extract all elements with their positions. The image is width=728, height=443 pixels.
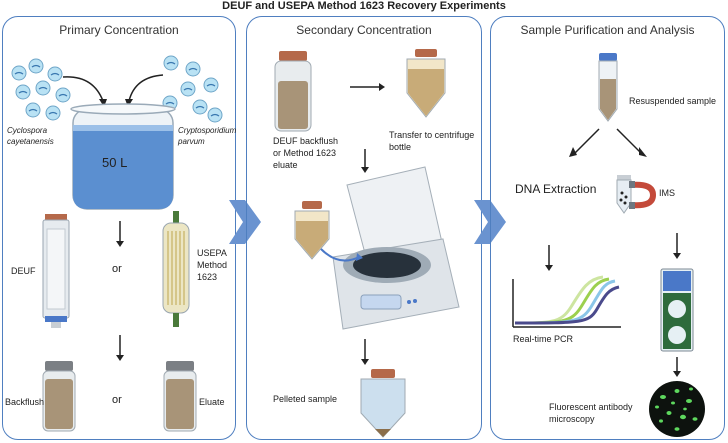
eluate-label: Eluate <box>199 397 225 407</box>
pelleted-bottle-icon <box>360 369 406 438</box>
beaker-icon <box>70 103 176 210</box>
microscope-slide-icon <box>660 268 694 352</box>
arrow-left-into-beaker <box>62 76 104 102</box>
pelleted-label: Pelleted sample <box>273 394 338 404</box>
usepa-label: USEPA Method 1623 <box>197 248 228 282</box>
magnet-icon <box>629 181 657 209</box>
chevron-right-icon <box>229 200 261 244</box>
ims-tube-icon <box>616 175 632 214</box>
cyclospora-label: Cyclospora cayetanensis <box>7 126 54 146</box>
secondary-concentration-title: Secondary Concentration <box>296 23 432 37</box>
pcr-label: Real-time PCR <box>513 334 574 344</box>
or-label-1: or <box>112 263 122 275</box>
analysis-panel: Sample Purification and Analysis <box>490 16 725 440</box>
analysis-title: Sample Purification and Analysis <box>520 23 695 37</box>
transfer-label: Transfer to centrifuge bottle <box>389 130 475 152</box>
secondary-concentration-artwork <box>274 49 460 438</box>
microscopy-label: Fluorescent antibody microscopy <box>549 402 633 424</box>
sample-jar-icon <box>274 51 312 132</box>
or-label-2: or <box>112 394 122 406</box>
cyclospora-oocysts-icon <box>11 58 71 121</box>
fluorescent-microscopy-view-icon <box>649 381 705 437</box>
usepa-capsule-filter-icon <box>162 211 190 327</box>
deuf-ultrafilter-icon <box>42 214 70 328</box>
resuspended-label: Resuspended sample <box>629 96 717 106</box>
analysis-artwork <box>512 53 705 437</box>
backflush-jar-icon <box>42 361 76 432</box>
deuf-label: DEUF <box>11 266 36 276</box>
backflush-label: Backflush <box>5 397 45 407</box>
primary-concentration-panel: Primary Concentration <box>2 16 236 440</box>
figure-title: DEUF and USEPA Method 1623 Recovery Expe… <box>222 0 506 12</box>
centrifuge-icon <box>332 166 460 330</box>
volume-label: 50 L <box>102 155 128 170</box>
bottle-into-centrifuge-icon <box>294 201 330 260</box>
cryptosporidium-oocysts-icon <box>162 55 223 123</box>
centrifuge-bottle-icon <box>406 49 446 118</box>
pcr-amplification-curves-icon <box>512 275 621 328</box>
primary-concentration-title: Primary Concentration <box>59 23 179 37</box>
eluate-jar-icon <box>163 361 197 432</box>
dna-extraction-label: DNA Extraction <box>515 182 597 196</box>
primary-concentration-artwork <box>11 55 223 432</box>
secondary-concentration-panel: Secondary Concentration <box>246 16 482 440</box>
ims-label: IMS <box>659 188 676 198</box>
cryptosporidium-label: Cryptosporidium parvum <box>178 126 237 146</box>
sample-label: DEUF backflush or Method 1623 eluate <box>273 136 339 170</box>
resuspended-tube-icon <box>598 53 618 122</box>
arrow-right-into-beaker <box>128 74 164 102</box>
